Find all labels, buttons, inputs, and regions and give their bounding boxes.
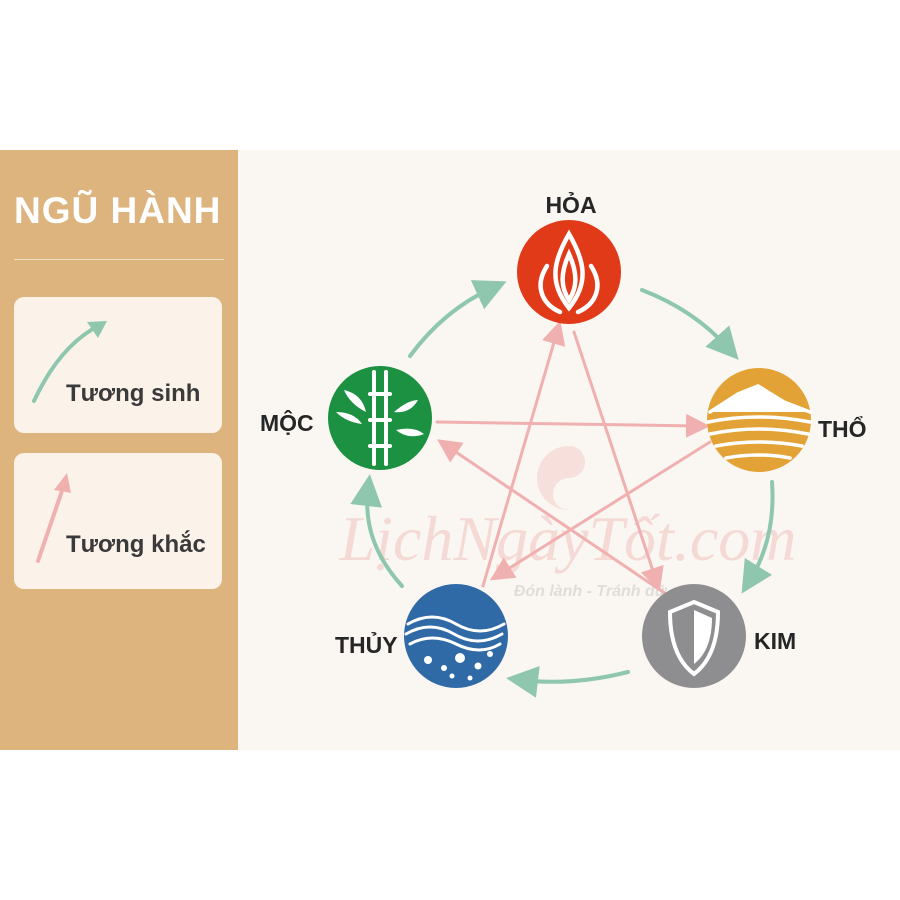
legend-label-tuong-sinh: Tương sinh	[66, 380, 201, 407]
arrow-tho-to-thuy	[489, 440, 712, 581]
arrow-thuy-to-moc	[350, 474, 404, 588]
element-thuy: THỦY	[335, 584, 508, 688]
arrow-thuy-to-hoa	[481, 320, 566, 588]
element-label-moc: MỘC	[260, 409, 314, 436]
arrow-hoa-to-tho	[640, 288, 739, 360]
yin-yang-icon	[537, 446, 601, 510]
arrow-moc-to-hoa	[408, 280, 507, 358]
arrow-kim-to-moc	[437, 439, 668, 596]
element-hoa: HỎA	[517, 190, 621, 324]
element-label-hoa: HỎA	[545, 190, 596, 218]
element-label-kim: KIM	[754, 628, 796, 654]
green-arrow-icon	[32, 321, 107, 403]
arrow-moc-to-tho	[435, 413, 710, 438]
shield-icon	[667, 599, 721, 677]
mountain-icon	[706, 384, 812, 460]
element-tho: THỔ	[706, 368, 867, 472]
water-wave-icon	[404, 615, 506, 652]
element-kim: KIM	[642, 584, 796, 688]
element-label-thuy: THỦY	[335, 630, 398, 658]
bamboo-leaves	[336, 390, 424, 437]
legend-card-tuong-sinh: Tương sinh	[14, 297, 222, 433]
generating-arrows	[350, 280, 775, 698]
sidebar-divider	[14, 259, 224, 260]
fire-icon	[538, 229, 600, 315]
legend-card-tuong-khac: Tương khắc	[14, 453, 222, 589]
water-bubbles	[424, 651, 493, 681]
pink-arrow-icon	[36, 473, 71, 563]
legend-sidebar: NGŨ HÀNH Tương sinh Tương khắc	[0, 150, 238, 750]
arrow-tho-to-kim	[741, 480, 775, 594]
ngu-hanh-infographic: NGŨ HÀNH Tương sinh Tương khắc	[0, 150, 900, 750]
arrow-hoa-to-kim	[572, 330, 664, 592]
five-elements-diagram: LịchNgàyTốt.com Đón lành - Tránh dữ	[260, 190, 867, 698]
overcoming-arrows	[435, 320, 712, 596]
element-label-tho: THỔ	[818, 415, 867, 442]
watermark-slogan: Đón lành - Tránh dữ	[514, 583, 668, 600]
legend-label-tuong-khac: Tương khắc	[66, 531, 206, 558]
element-moc: MỘC	[260, 366, 432, 470]
sidebar-title: NGŨ HÀNH	[14, 190, 222, 231]
watermark: LịchNgàyTốt.com Đón lành - Tránh dữ	[339, 446, 797, 600]
arrow-kim-to-thuy	[506, 666, 630, 698]
watermark-brand: LịchNgàyTốt.com	[339, 503, 797, 574]
bamboo-icon	[368, 370, 392, 466]
